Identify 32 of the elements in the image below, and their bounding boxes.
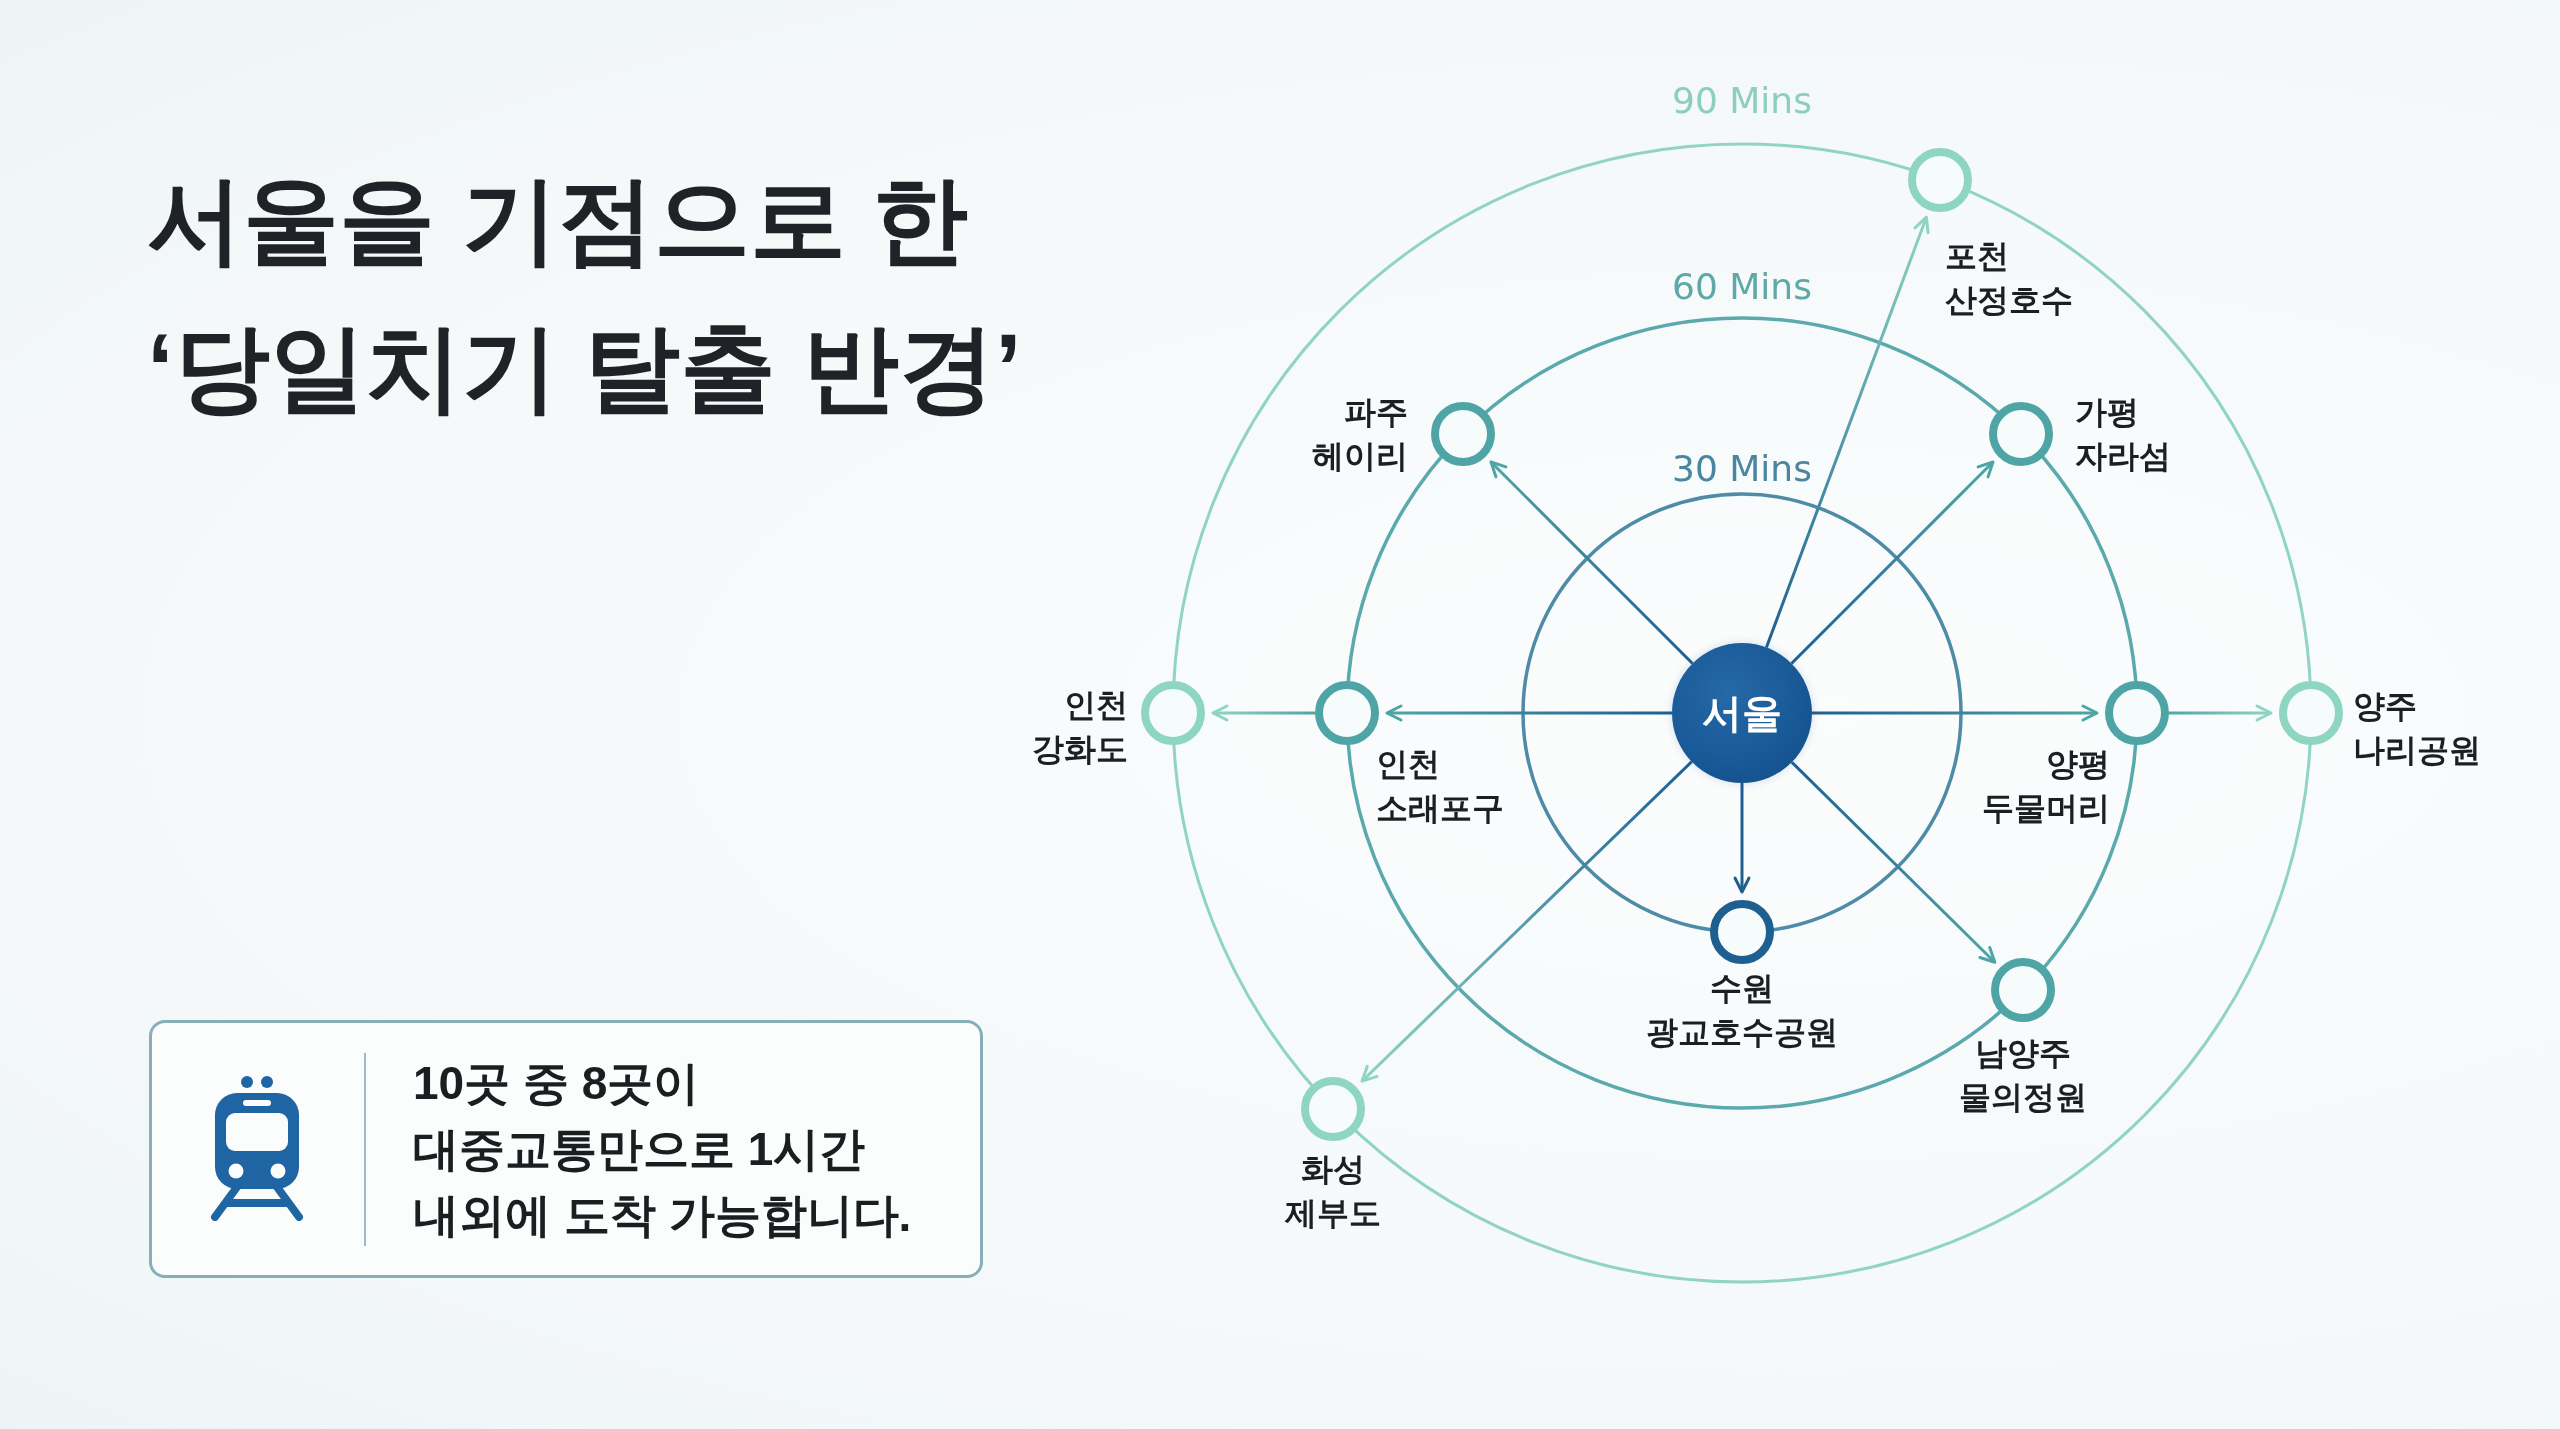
place-label: 남양주 물의정원	[1959, 1034, 2087, 1117]
place-label: 포천 산정호수	[1945, 237, 2073, 320]
time-label: 90 Mins	[1672, 79, 1812, 123]
title: 서울을 기점으로 한 ‘당일치기 탈출 반경’	[147, 165, 1023, 423]
city-label: 서울	[1702, 690, 1782, 737]
location-marker	[1301, 1076, 1366, 1141]
location-marker	[2105, 681, 2169, 745]
place-label: 수원 광교호수공원	[1646, 969, 1838, 1052]
arrow	[1733, 783, 1751, 894]
place-label: 양평 두물머리	[1982, 745, 2110, 828]
arrow	[1211, 704, 1315, 722]
arrow	[1385, 704, 1672, 722]
location-marker	[1315, 681, 1379, 745]
arrow	[1765, 215, 1930, 648]
place-label: 양주 나리공원	[2353, 687, 2481, 770]
origin-circle	[1672, 643, 1812, 783]
location-marker	[1710, 900, 1774, 964]
arrow	[1360, 760, 1693, 1083]
arrow	[1790, 460, 1995, 665]
arrow	[2169, 704, 2273, 722]
arrow	[1790, 761, 1997, 964]
place-label: 화성 제부도	[1285, 1150, 1381, 1233]
place-label: 인천 강화도	[1032, 686, 1128, 769]
time-label: 60 Mins	[1672, 265, 1812, 309]
arrow	[1812, 704, 2099, 722]
arrow	[1489, 460, 1694, 665]
place-label: 파주 헤이리	[1312, 393, 1408, 476]
info-card	[149, 1020, 983, 1278]
place-label: 가평 자라섬	[2075, 393, 2171, 476]
place-label: 인천 소래포구	[1376, 745, 1504, 828]
info-text: 10곳 중 8곳이 대중교통만으로 1시간 내외에 도착 가능합니다.	[413, 1056, 913, 1243]
time-label: 30 Mins	[1672, 447, 1812, 491]
